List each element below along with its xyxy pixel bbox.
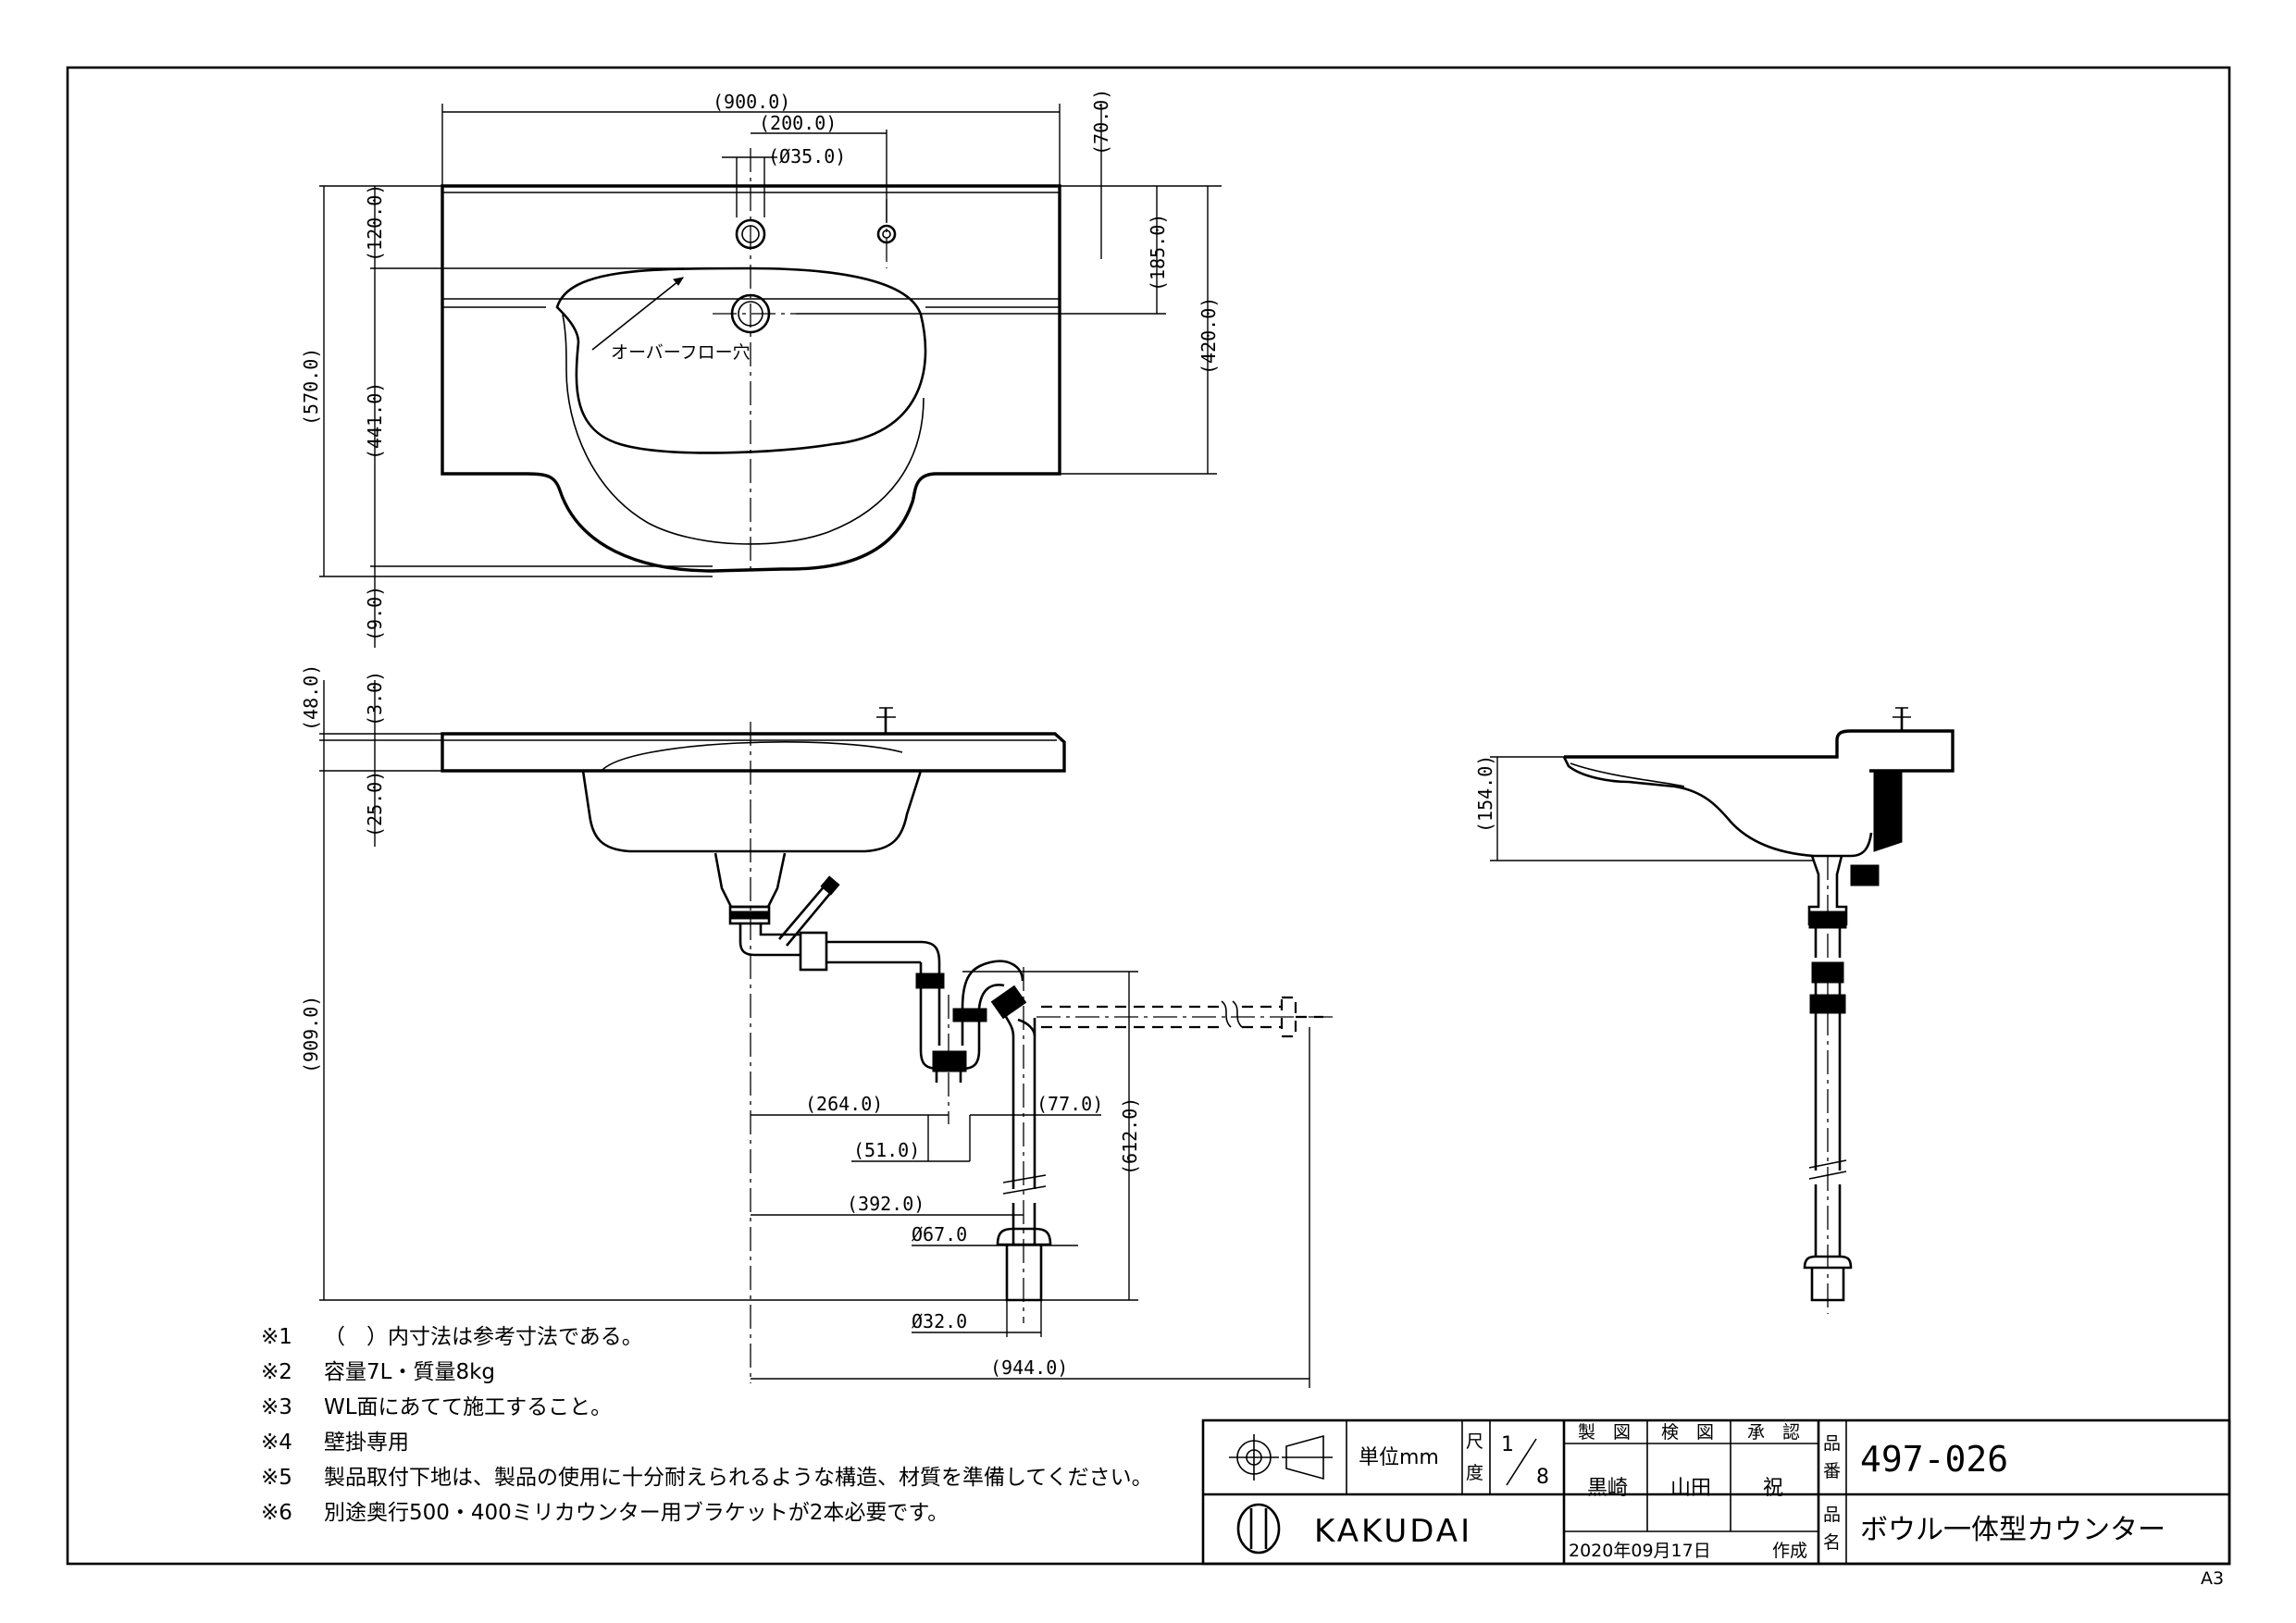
scale-label-top: 尺: [1466, 1431, 1483, 1452]
note-1-mark: ※1: [261, 1325, 292, 1349]
plan-view: オーバーフロー穴 (900.0) (200.0) (Ø35.0) (70.0) …: [300, 89, 1222, 648]
scale-label-bottom: 度: [1466, 1463, 1483, 1483]
part-no-label-top: 品: [1823, 1433, 1841, 1454]
product-name: ボウル一体型カウンター: [1860, 1514, 2166, 1546]
note-2-text: 容量7L・質量8kg: [324, 1360, 495, 1384]
approved-label: 承 認: [1747, 1422, 1800, 1443]
dim-trap-51: (51.0): [853, 1139, 920, 1161]
name-label-top: 品: [1823, 1505, 1841, 1525]
dim-overall-projection: (944.0): [990, 1357, 1068, 1379]
dim-rim-step: (3.0): [364, 671, 386, 726]
unit-label: 単位mm: [1359, 1446, 1439, 1469]
dim-backsplash-depth: (120.0): [364, 184, 386, 262]
note-1-text: （ ）内寸法は参考寸法である。: [324, 1325, 643, 1349]
projection-symbol-icon: [1229, 1434, 1333, 1481]
drawn-by: 黒崎: [1587, 1477, 1628, 1500]
part-no-label-bottom: 番: [1823, 1461, 1841, 1481]
scale-denominator: 8: [1536, 1466, 1549, 1489]
note-2-mark: ※2: [261, 1360, 292, 1384]
dim-floor-height: (909.0): [300, 996, 322, 1073]
notes-block: ※1 （ ）内寸法は参考寸法である。 ※2 容量7L・質量8kg ※3 WL面に…: [261, 1325, 1153, 1525]
sheet-size: A3: [2201, 1568, 2224, 1589]
note-5-text: 製品取付下地は、製品の使用に十分耐えられるような構造、材質を準備してください。: [324, 1466, 1153, 1490]
side-view: (154.0): [1474, 707, 1955, 1314]
note-3-text: WL面にあてて施工すること。: [324, 1395, 612, 1419]
front-elevation: (48.0) (3.0) (25.0) (909.0) (264.0) (77.…: [300, 664, 1333, 1388]
checked-label: 検 図: [1661, 1422, 1714, 1443]
dim-total-depth: (570.0): [300, 348, 322, 426]
overflow-hole-label: オーバーフロー穴: [611, 342, 751, 363]
kakudai-logo: KAKUDAI: [1236, 1503, 1472, 1555]
approved-by: 祝: [1763, 1477, 1783, 1500]
dim-backsplash-top: (70.0): [1090, 89, 1112, 155]
created-label: 作成: [1772, 1541, 1807, 1561]
dim-side-bowl-height: (154.0): [1474, 755, 1496, 833]
note-4-mark: ※4: [261, 1431, 292, 1455]
note-5-mark: ※5: [261, 1466, 292, 1490]
dim-pipe-outer: Ø67.0: [912, 1223, 967, 1245]
dim-top-width: (900.0): [713, 91, 790, 113]
part-number: 497-026: [1860, 1439, 2008, 1480]
note-4-text: 壁掛専用: [324, 1431, 409, 1455]
dim-faucet-hole: (Ø35.0): [768, 145, 846, 167]
name-label-bottom: 名: [1823, 1532, 1841, 1553]
dim-trap-77: (77.0): [1036, 1093, 1103, 1115]
dim-counter-thickness: (25.0): [364, 771, 386, 837]
note-6-text: 別途奥行500・400ミリカウンター用ブラケットが2本必要です。: [324, 1501, 949, 1525]
sheet-border: [66, 66, 2231, 1566]
dim-trap-height: (612.0): [1119, 1097, 1141, 1175]
dim-bowl-depth: (441.0): [364, 382, 386, 460]
checked-by: 山田: [1670, 1477, 1711, 1500]
dim-counter-depth: (420.0): [1198, 297, 1220, 375]
dim-front-offset: (9.0): [364, 586, 386, 641]
note-3-mark: ※3: [261, 1395, 292, 1419]
dim-trap-392: (392.0): [847, 1193, 925, 1215]
dim-pipe-inner: Ø32.0: [912, 1310, 967, 1332]
dim-faucet-offset: (200.0): [759, 112, 837, 134]
dim-rim-height: (48.0): [300, 664, 322, 731]
company-name: KAKUDAI: [1314, 1513, 1472, 1550]
date-text: 2020年09月17日: [1569, 1541, 1711, 1561]
title-block: 単位mm 尺 度 1 8 製 図 検 図 承 認 黒崎 山田 祝 2020年09…: [1201, 1419, 2231, 1566]
drawn-label: 製 図: [1578, 1422, 1631, 1443]
dim-trap-264: (264.0): [805, 1093, 883, 1115]
scale-numerator: 1: [1501, 1433, 1514, 1456]
note-6-mark: ※6: [261, 1501, 292, 1525]
dim-drain-from-back: (185.0): [1147, 214, 1169, 291]
